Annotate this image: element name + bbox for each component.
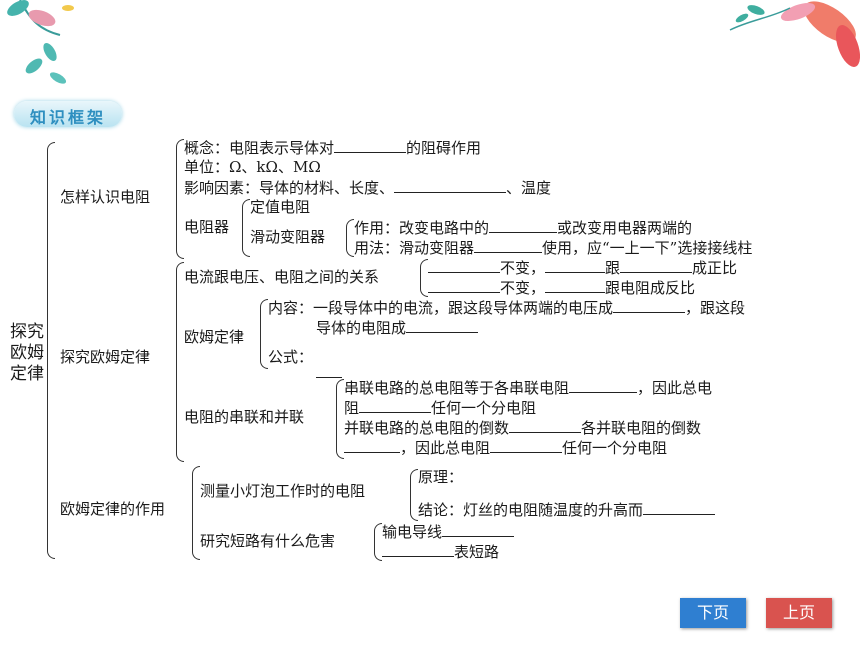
blank (428, 277, 500, 293)
branch-ohm-title: 探究欧姆定律 (60, 348, 151, 366)
section-title-badge: 知识框架 (14, 101, 122, 127)
brace-branch1 (176, 139, 184, 259)
series-line-1: 串联电路的总电阻等于各串联电阻，因此总电 (344, 377, 713, 397)
brace-measure (410, 469, 418, 521)
resistor-label: 电阻器 (184, 218, 230, 236)
leaf-decoration-top-right (729, 1, 860, 67)
measure-label: 测量小灯泡工作时的电阻 (200, 482, 366, 500)
blank (545, 277, 606, 293)
brace-branch2 (176, 262, 184, 462)
blank (359, 397, 432, 413)
blank (474, 237, 543, 253)
parallel-line-1: 并联电路的总电阻的倒数各并联电阻的倒数 (344, 417, 702, 437)
blank (490, 437, 563, 453)
series-parallel-label: 电阻的串联和并联 (184, 408, 305, 426)
rheostat-use: 作用：改变电路中的或改变用电器两端的 (354, 217, 693, 237)
relation-line-2: 不变，跟电阻成反比 (428, 277, 695, 298)
brace-resistor (242, 199, 250, 257)
brace-ohm (260, 299, 268, 369)
parallel-line-2: ，因此总电阻任何一个分电阻 (344, 437, 667, 458)
blank (613, 297, 686, 313)
blank (545, 257, 606, 273)
blank (344, 437, 400, 453)
leaf-decoration-top-left (7, 0, 74, 84)
blank (509, 417, 582, 433)
concept-line: 概念：电阻表示导体对的阻碍作用 (184, 137, 482, 157)
relation-line-1: 不变，跟成正比 (428, 257, 737, 278)
brace-relation (420, 259, 428, 297)
rheostat-method: 用法：滑动变阻器使用，应“一上一下”选接接线柱 (354, 237, 753, 257)
next-page-button[interactable]: 下页 (680, 598, 746, 628)
rheostat-label: 滑动变阻器 (250, 228, 326, 246)
brace-branch3 (192, 466, 200, 560)
brace-series-parallel (336, 379, 344, 459)
blank (620, 257, 693, 273)
blank (334, 137, 407, 153)
factors-line: 影响因素：导体的材料、长度、、温度 (184, 177, 552, 197)
short-circuit-label: 研究短路有什么危害 (200, 532, 336, 550)
relation-label: 电流跟电压、电阻之间的关系 (184, 268, 380, 286)
blank (394, 177, 507, 193)
brace-root (47, 142, 55, 559)
unit-line: 单位：Ω、kΩ、MΩ (184, 158, 321, 176)
prev-page-button[interactable]: 上页 (766, 598, 832, 628)
root-topic: 探究 欧姆 定律 (10, 322, 44, 384)
conclusion-line: 结论：灯丝的电阻随温度的升高而 (418, 499, 716, 520)
series-line-2: 阻任何一个分电阻 (344, 397, 537, 417)
blank (406, 317, 479, 333)
brace-short (374, 523, 382, 561)
section-title: 知识框架 (29, 108, 106, 127)
brace-rheostat (346, 219, 354, 257)
ohm-law-label: 欧姆定律 (184, 328, 245, 346)
short-meter-line: 表短路 (382, 541, 499, 562)
blank (428, 257, 500, 273)
blank (382, 541, 454, 557)
ohm-content-1: 内容：一段导体中的电流，跟这段导体两端的电压成，跟这段 (268, 297, 746, 317)
principle-line: 原理： (418, 468, 464, 486)
branch-resistance-title: 怎样认识电阻 (60, 188, 151, 206)
blank (442, 521, 515, 537)
blank (316, 377, 342, 378)
short-wire-line: 输电导线 (382, 521, 515, 542)
ohm-formula: 公式： (268, 348, 314, 366)
blank (489, 217, 558, 233)
fixed-resistor: 定值电阻 (250, 198, 311, 216)
blank (643, 499, 716, 515)
ohm-content-2: 导体的电阻成 (316, 317, 479, 338)
blank (569, 377, 638, 393)
branch-application-title: 欧姆定律的作用 (60, 500, 166, 518)
